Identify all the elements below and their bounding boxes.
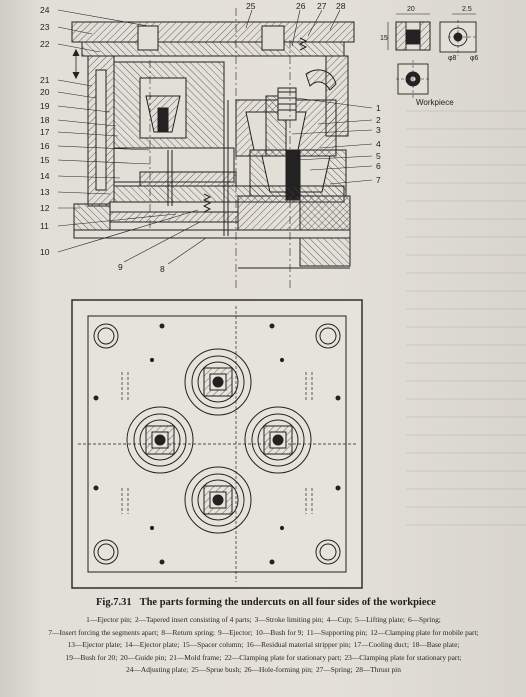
callout-3: 3 xyxy=(376,125,381,135)
callout-19: 19 xyxy=(40,101,50,111)
callout-27: 27 xyxy=(317,1,327,11)
workpiece-detail xyxy=(387,13,477,98)
legend-item: 1—Ejector pin; xyxy=(86,615,132,624)
legend-item: 15—Spacer column; xyxy=(182,640,244,649)
figure-caption: Fig.7.31 The parts forming the undercuts … xyxy=(96,597,456,608)
callout-13: 13 xyxy=(40,187,50,197)
legend-item: 8—Return spring; xyxy=(161,627,215,637)
legend-item: 5—Lifting plate; xyxy=(355,615,405,624)
legend-item: 16—Residual material stripper pin; xyxy=(246,640,351,649)
legend-item: 7—Insert forcing the segments apart; xyxy=(48,627,159,637)
callout-2: 2 xyxy=(376,115,381,125)
legend-item: 22—Clamping plate for stationary part; xyxy=(224,652,342,662)
legend-item: 25—Sprue bush; xyxy=(191,665,242,674)
legend-item: 14—Ejector plate; xyxy=(124,640,180,649)
legend-line: 7—Insert forcing the segments apart;8—Re… xyxy=(28,627,502,640)
callout-23: 23 xyxy=(40,22,50,32)
legend-item: 13—Ejector plate; xyxy=(67,640,122,649)
callout-15: 15 xyxy=(40,155,50,165)
parts-legend: 1—Ejector pin;2—Tapered insert consistin… xyxy=(28,614,502,677)
figure-caption-text: The parts forming the undercuts on all f… xyxy=(139,597,436,608)
legend-item: 12—Clamping plate for mobile part; xyxy=(370,627,479,637)
callout-14: 14 xyxy=(40,171,50,181)
bleed-through-text xyxy=(406,110,526,530)
callout-1: 1 xyxy=(376,103,381,113)
callout-22: 22 xyxy=(40,39,50,49)
callout-4: 4 xyxy=(376,139,381,149)
callout-leaders xyxy=(57,9,373,265)
legend-item: 6—Spring; xyxy=(407,615,441,624)
callout-20: 20 xyxy=(40,87,50,97)
callout-18: 18 xyxy=(40,115,50,125)
legend-item: 4—Cup; xyxy=(326,615,353,624)
dim-height: 15 xyxy=(380,35,388,42)
section-view xyxy=(71,8,355,290)
legend-item: 21—Mold frame; xyxy=(169,652,222,662)
legend-line: 19—Bush for 20;20—Guide pin;21—Mold fram… xyxy=(28,652,502,665)
legend-item: 20—Guide pin; xyxy=(120,652,167,662)
legend-item: 17—Cooling duct; xyxy=(353,640,410,649)
legend-item: 26—Hole-forming pin; xyxy=(244,665,313,674)
callout-9: 9 xyxy=(118,262,123,272)
callout-21: 21 xyxy=(40,75,50,85)
legend-item: 18—Base plate; xyxy=(412,640,460,649)
legend-item: 10—Bush for 9; xyxy=(255,627,304,637)
legend-item: 27—Spring; xyxy=(315,665,353,674)
dim-width: 20 xyxy=(407,6,415,13)
legend-line: 13—Ejector plate;14—Ejector plate;15—Spa… xyxy=(28,639,502,652)
callout-28: 28 xyxy=(336,1,346,11)
callout-5: 5 xyxy=(376,151,381,161)
workpiece-label: Workpiece xyxy=(416,98,454,107)
callout-12: 12 xyxy=(40,203,50,213)
legend-item: 23—Clamping plate for stationary part; xyxy=(344,652,462,662)
dim-dia-6: φ6 xyxy=(470,55,479,62)
legend-item: 19—Bush for 20; xyxy=(65,652,118,662)
legend-line: 24—Adjusting plate;25—Sprue bush;26—Hole… xyxy=(28,664,502,677)
callout-8: 8 xyxy=(160,264,165,274)
legend-item: 28—Thrust pin xyxy=(355,665,401,674)
callout-7: 7 xyxy=(376,175,381,185)
callout-6: 6 xyxy=(376,161,381,171)
dim-offset: 2.5 xyxy=(462,6,472,13)
callout-26: 26 xyxy=(296,1,306,11)
dim-dia-8: φ8 xyxy=(448,55,457,62)
callout-16: 16 xyxy=(40,141,50,151)
legend-line: 1—Ejector pin;2—Tapered insert consistin… xyxy=(28,614,502,627)
legend-item: 11—Supporting pin; xyxy=(306,627,368,637)
callout-17: 17 xyxy=(40,127,50,137)
legend-item: 24—Adjusting plate; xyxy=(126,665,189,674)
callout-numbers: 24 25 26 27 28 23 22 21 20 19 18 17 16 1… xyxy=(40,1,479,274)
callout-24: 24 xyxy=(40,5,50,15)
legend-item: 2—Tapered insert consisting of 4 parts; xyxy=(134,615,252,624)
figure-number: Fig.7.31 xyxy=(96,597,132,608)
callout-11: 11 xyxy=(40,221,49,231)
callout-10: 10 xyxy=(40,247,50,257)
callout-25: 25 xyxy=(246,1,256,11)
plan-view xyxy=(71,299,363,589)
legend-item: 9—Ejector; xyxy=(218,627,253,637)
legend-item: 3—Stroke limiting pin; xyxy=(254,615,324,624)
